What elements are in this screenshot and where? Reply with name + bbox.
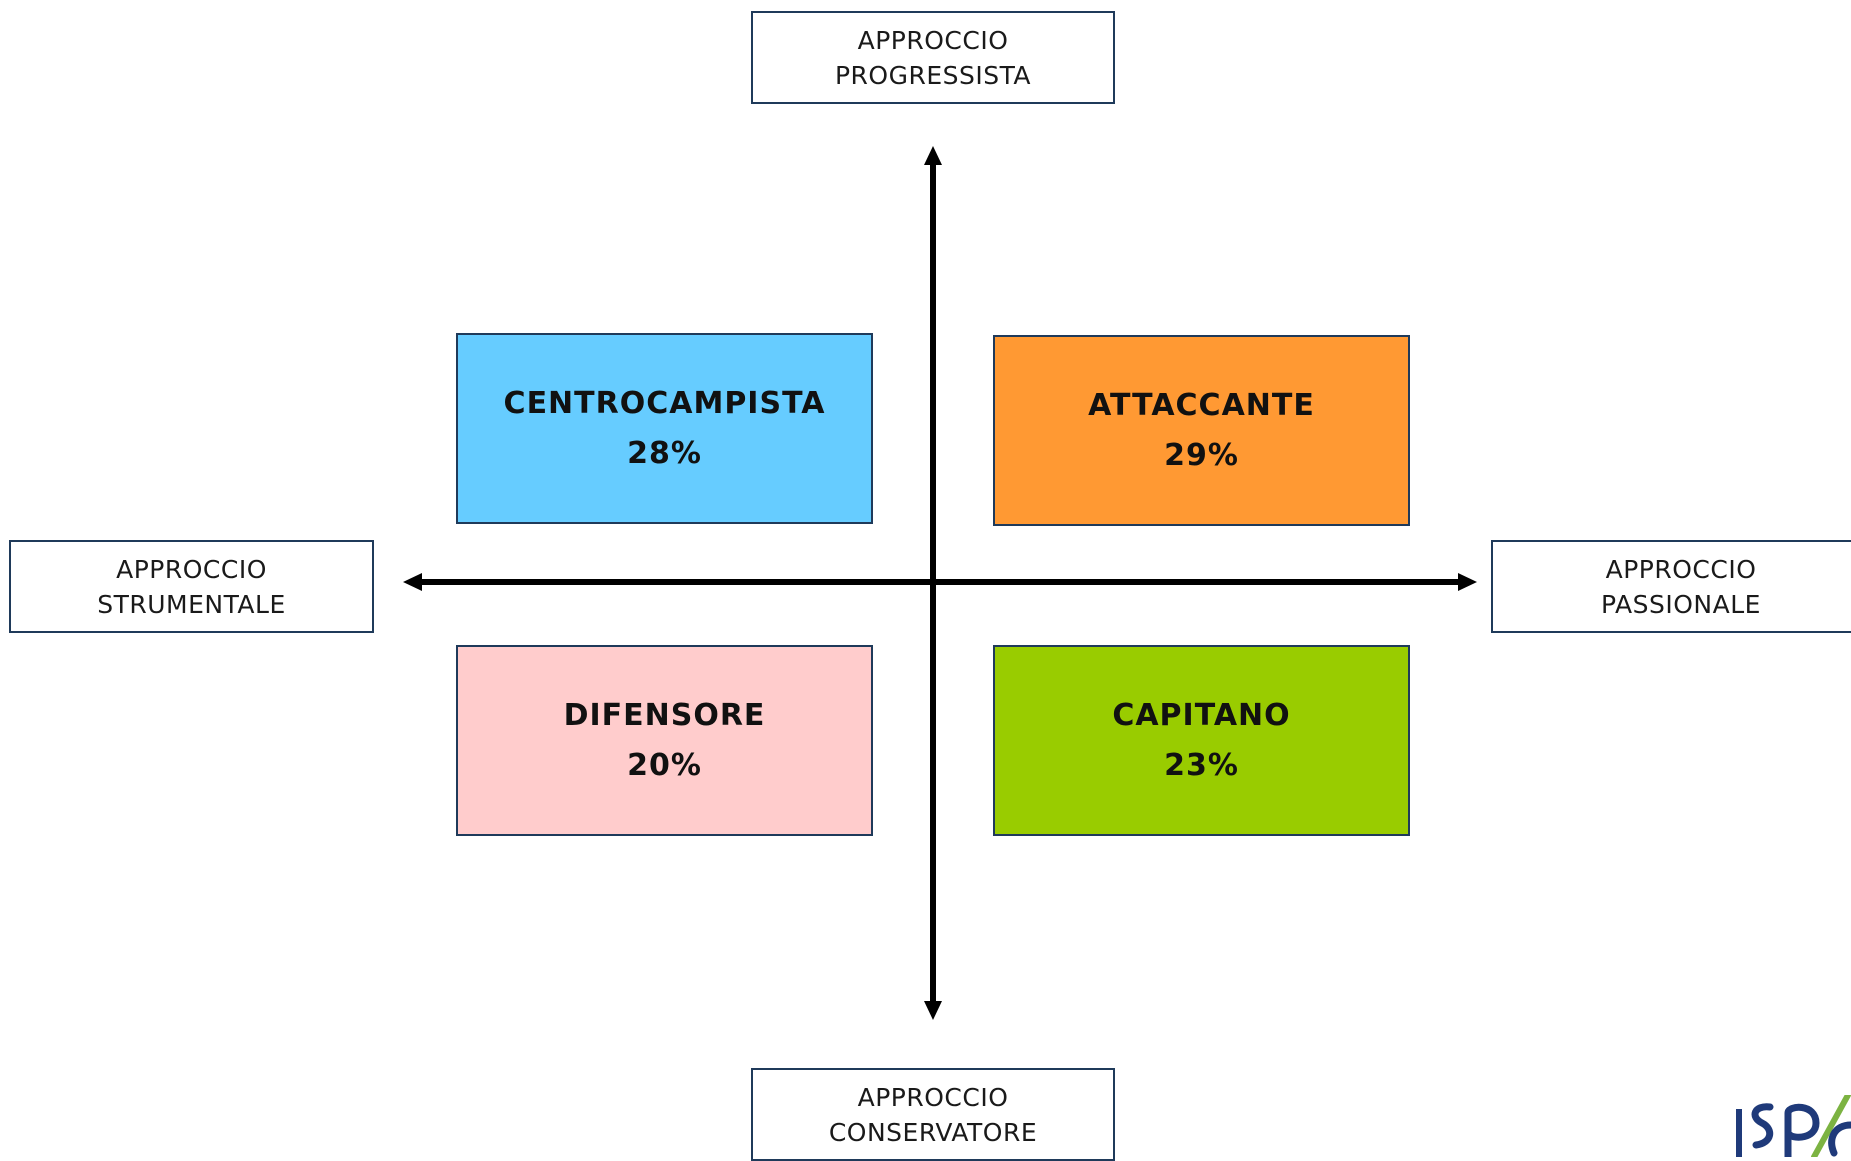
axis-label-right-line2: PASSIONALE [1601,589,1761,619]
arrow-down-icon [924,1001,942,1020]
quadrant-label: CAPITANO [1112,697,1291,733]
quadrant-percentage: 23% [1164,747,1239,783]
horizontal-axis [403,573,1477,591]
quadrant-difensore: DIFENSORE 20% [456,645,873,836]
axis-label-top: APPROCCIO PROGRESSISTA [751,11,1115,104]
quadrant-attaccante: ATTACCANTE 29% [993,335,1410,526]
arrow-up-icon [924,146,942,165]
quadrant-centrocampista: CENTROCAMPISTA 28% [456,333,873,524]
axis-label-bottom-line2: CONSERVATORE [828,1117,1038,1147]
axis-label-left: APPROCCIO STRUMENTALE [9,540,374,633]
axis-label-top-line1: APPROCCIO [857,25,1009,55]
axis-label-right: APPROCCIO PASSIONALE [1491,540,1851,633]
quadrant-percentage: 29% [1164,437,1239,473]
quadrant-percentage: 28% [627,435,702,471]
axis-label-left-line1: APPROCCIO [116,554,267,584]
axis-label-left-line2: STRUMENTALE [97,589,286,619]
arrow-left-icon [403,573,422,591]
logo-icon [1730,1095,1851,1157]
axis-label-top-line2: PROGRESSISTA [834,60,1032,90]
axis-label-bottom-line1: APPROCCIO [857,1082,1009,1112]
quadrant-percentage: 20% [627,747,702,783]
axis-label-bottom: APPROCCIO CONSERVATORE [751,1068,1115,1161]
arrow-right-icon [1458,573,1477,591]
axis-label-right-line1: APPROCCIO [1605,554,1757,584]
quadrant-label: ATTACCANTE [1088,387,1315,423]
quadrant-label: CENTROCAMPISTA [503,385,826,421]
quadrant-label: DIFENSORE [563,697,766,733]
quadrant-capitano: CAPITANO 23% [993,645,1410,836]
vertical-axis [924,146,942,1020]
